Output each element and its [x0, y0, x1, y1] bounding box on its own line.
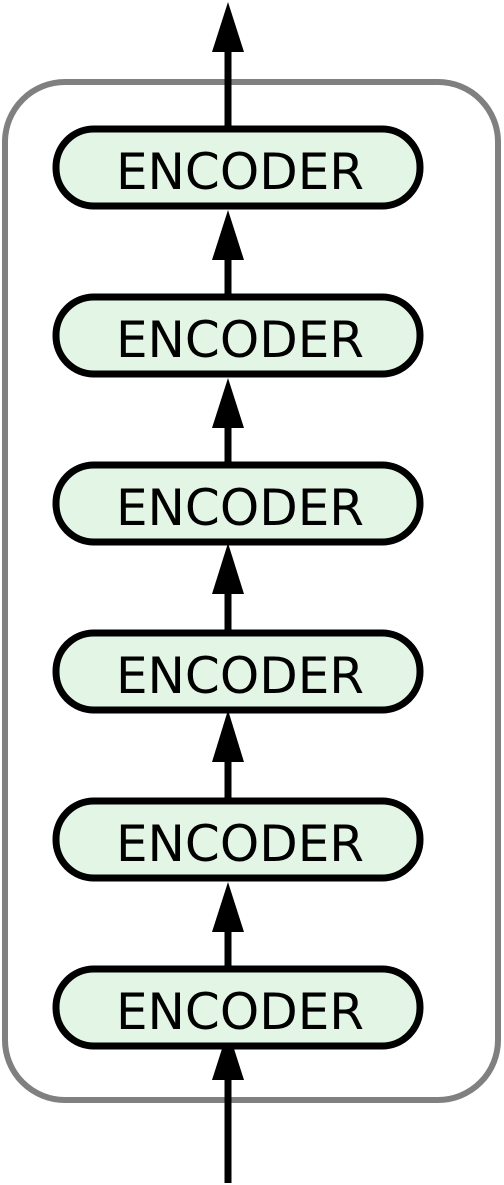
encoder-label: ENCODER: [116, 647, 364, 705]
encoder-label: ENCODER: [116, 983, 364, 1041]
encoder-label: ENCODER: [116, 479, 364, 537]
connector-1-2-arrowhead: [212, 882, 244, 932]
encoder-blocks: ENCODER ENCODER ENCODER ENCODER ENCODER …: [52, 125, 424, 1050]
connector-4-5-arrowhead: [212, 378, 244, 428]
encoder-stack-container: [2, 79, 501, 1103]
output-arrowhead: [212, 2, 244, 52]
encoder-block: ENCODER: [52, 125, 424, 210]
encoder-block: ENCODER: [52, 797, 424, 882]
connector-arrows: [212, 2, 244, 1183]
encoder-block: ENCODER: [52, 461, 424, 546]
encoder-block: ENCODER: [52, 293, 424, 378]
connector-2-3-arrowhead: [212, 710, 244, 762]
encoder-block: ENCODER: [52, 629, 424, 714]
connector-3-4-arrowhead: [212, 543, 244, 594]
input-arrowhead: [212, 1030, 244, 1080]
connector-5-6-arrowhead: [212, 210, 244, 260]
encoder-label: ENCODER: [116, 815, 364, 873]
encoder-label: ENCODER: [116, 311, 364, 369]
encoder-block: ENCODER: [52, 965, 424, 1050]
encoder-label: ENCODER: [116, 143, 364, 201]
